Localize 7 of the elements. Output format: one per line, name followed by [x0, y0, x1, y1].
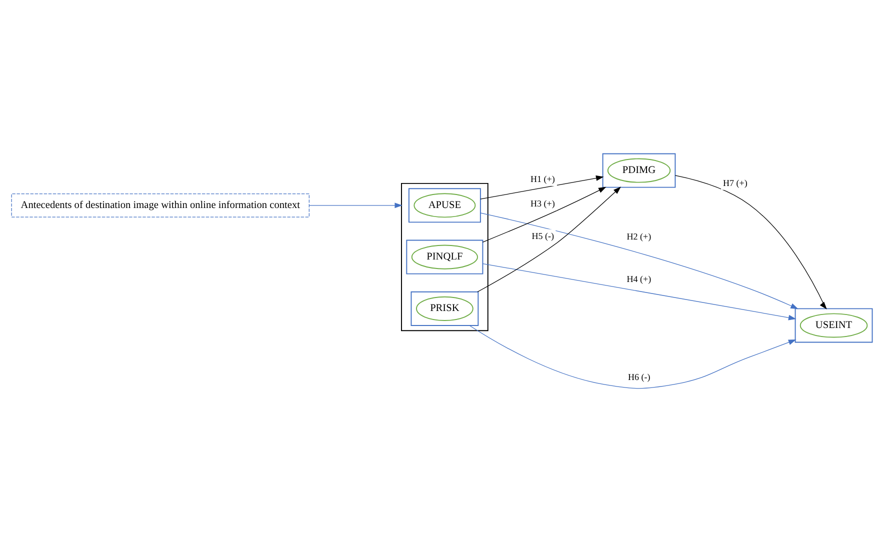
edge-label: H1 (+): [530, 173, 555, 184]
edge-label: H3 (+): [530, 198, 555, 208]
edge-label: H5 (-): [532, 230, 554, 240]
edge-label: H4 (+): [626, 274, 652, 284]
edge-label: H6 (-): [628, 372, 650, 382]
edge-label: H7 (+): [722, 177, 748, 188]
edge-label: H2 (+): [626, 230, 652, 241]
